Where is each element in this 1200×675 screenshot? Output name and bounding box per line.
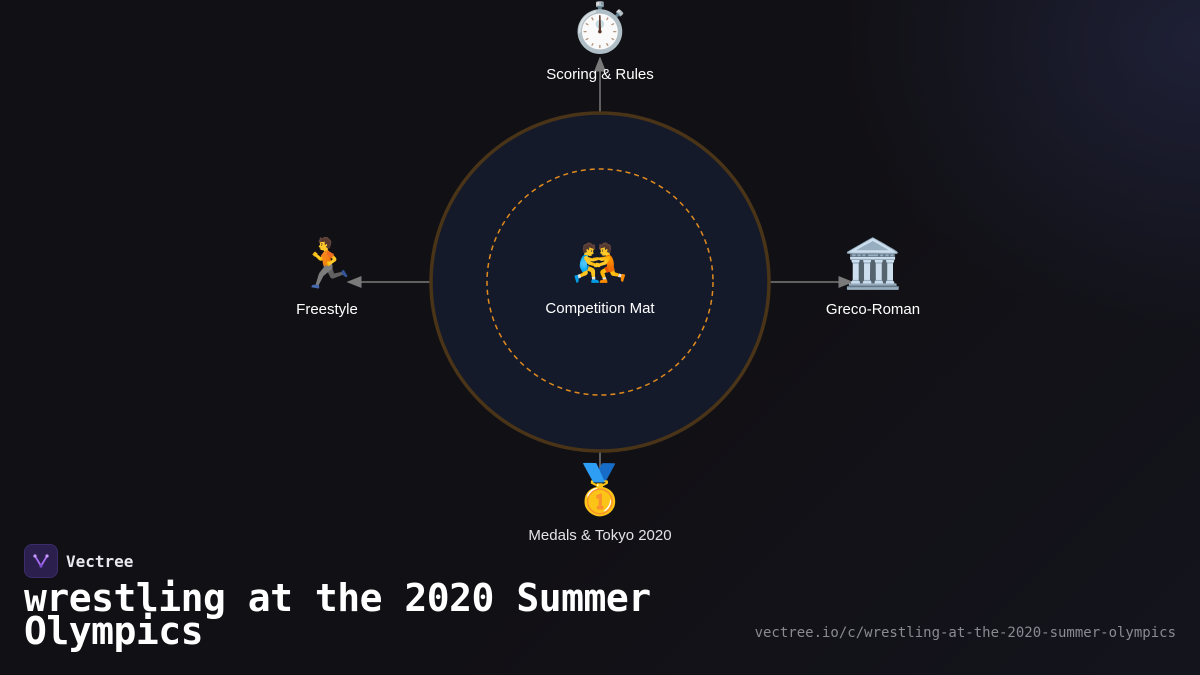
vectree-logo-icon [24,544,58,578]
node-label-greco-roman: Greco-Roman [825,301,921,318]
inner-dashed-circle [486,168,714,396]
brand[interactable]: Vectree [24,544,133,578]
brand-name: Vectree [66,551,134,571]
wrestlers-icon: 🤼 [571,237,629,289]
node-label-freestyle: Freestyle [296,301,358,318]
center-label: Competition Mat [545,300,655,317]
source-url[interactable]: vectree.io/c/wrestling-at-the-2020-summe… [754,625,1176,641]
classical-building-icon: 🏛️ [843,236,903,292]
gold-medal-icon: 🥇 [570,462,630,518]
runner-icon: 🏃 [297,236,357,292]
stopwatch-icon: ⏱️ [570,0,630,56]
node-label-medals: Medals & Tokyo 2020 [528,527,672,544]
central-circle [429,111,771,453]
node-label-scoring: Scoring & Rules [546,66,654,83]
page-title: wrestling at the 2020 Summer Olympics [24,576,651,653]
